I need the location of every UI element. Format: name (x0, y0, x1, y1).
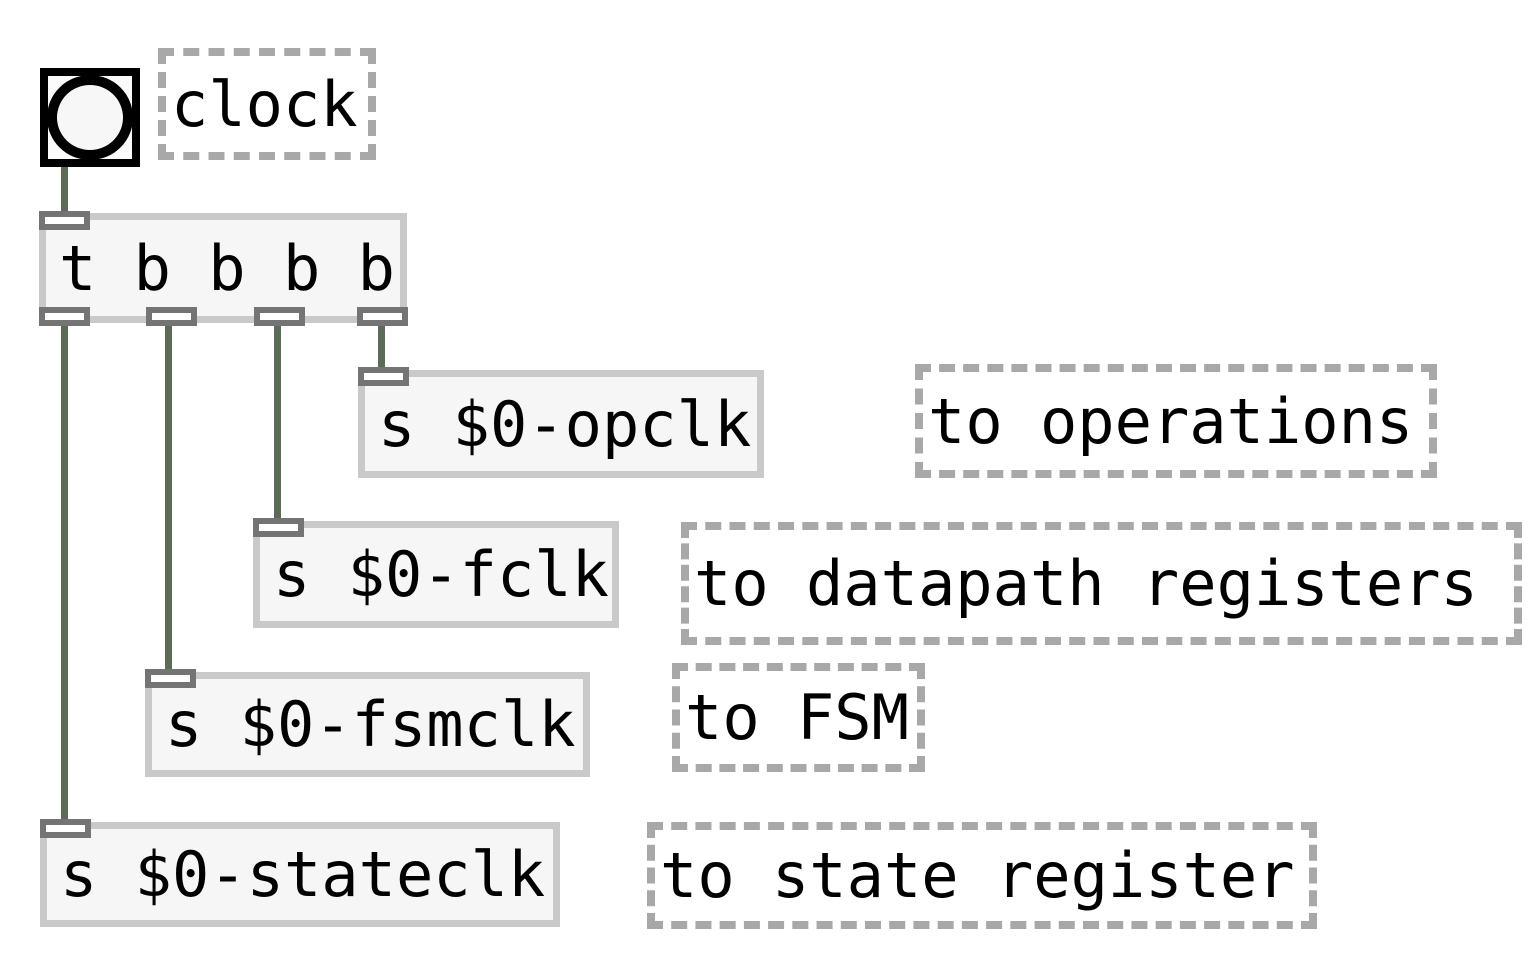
bang-button[interactable] (40, 68, 140, 167)
object-send-opclk-text: s $0-opclk (378, 387, 752, 461)
object-send-fclk[interactable]: s $0-fclk (253, 521, 619, 628)
send-fclk-inlet[interactable] (253, 518, 304, 537)
comment-to-fsm[interactable]: to FSM (672, 663, 925, 772)
object-send-stateclk-text: s $0-stateclk (60, 838, 546, 911)
object-send-fsmclk[interactable]: s $0-fsmclk (145, 672, 590, 777)
comment-clock-text: clock (171, 67, 358, 141)
object-trigger[interactable]: t b b b b (39, 213, 407, 323)
object-send-stateclk[interactable]: s $0-stateclk (40, 822, 560, 927)
wire-trigger-to-stateclk[interactable] (61, 315, 68, 825)
trigger-outlet-0[interactable] (39, 307, 90, 326)
wire-bang-to-trigger[interactable] (61, 165, 68, 215)
wire-trigger-to-opclk[interactable] (378, 315, 385, 373)
wire-trigger-to-fclk[interactable] (274, 315, 281, 525)
send-stateclk-inlet[interactable] (40, 819, 91, 838)
object-trigger-text: t b b b b (59, 231, 395, 305)
trigger-inlet-0[interactable] (39, 211, 90, 230)
comment-to-operations[interactable]: to operations (915, 364, 1437, 478)
comment-to-fsm-text: to FSM (685, 681, 909, 754)
trigger-outlet-2[interactable] (254, 307, 305, 326)
wire-trigger-to-fsmclk[interactable] (165, 315, 172, 675)
comment-to-operations-text: to operations (928, 384, 1414, 458)
bang-circle-icon (47, 75, 133, 160)
trigger-outlet-3[interactable] (357, 307, 408, 326)
comment-to-state-register[interactable]: to state register (647, 822, 1317, 929)
comment-to-state-register-text: to state register (660, 839, 1295, 912)
object-send-opclk[interactable]: s $0-opclk (358, 370, 764, 478)
trigger-outlet-1[interactable] (146, 307, 197, 326)
comment-clock[interactable]: clock (158, 48, 376, 160)
send-opclk-inlet[interactable] (358, 367, 409, 386)
send-fsmclk-inlet[interactable] (145, 669, 196, 688)
object-send-fclk-text: s $0-fclk (273, 538, 609, 611)
comment-to-datapath-registers-text: to datapath registers (694, 547, 1478, 620)
object-send-fsmclk-text: s $0-fsmclk (165, 688, 576, 761)
comment-to-datapath-registers[interactable]: to datapath registers (681, 522, 1522, 645)
